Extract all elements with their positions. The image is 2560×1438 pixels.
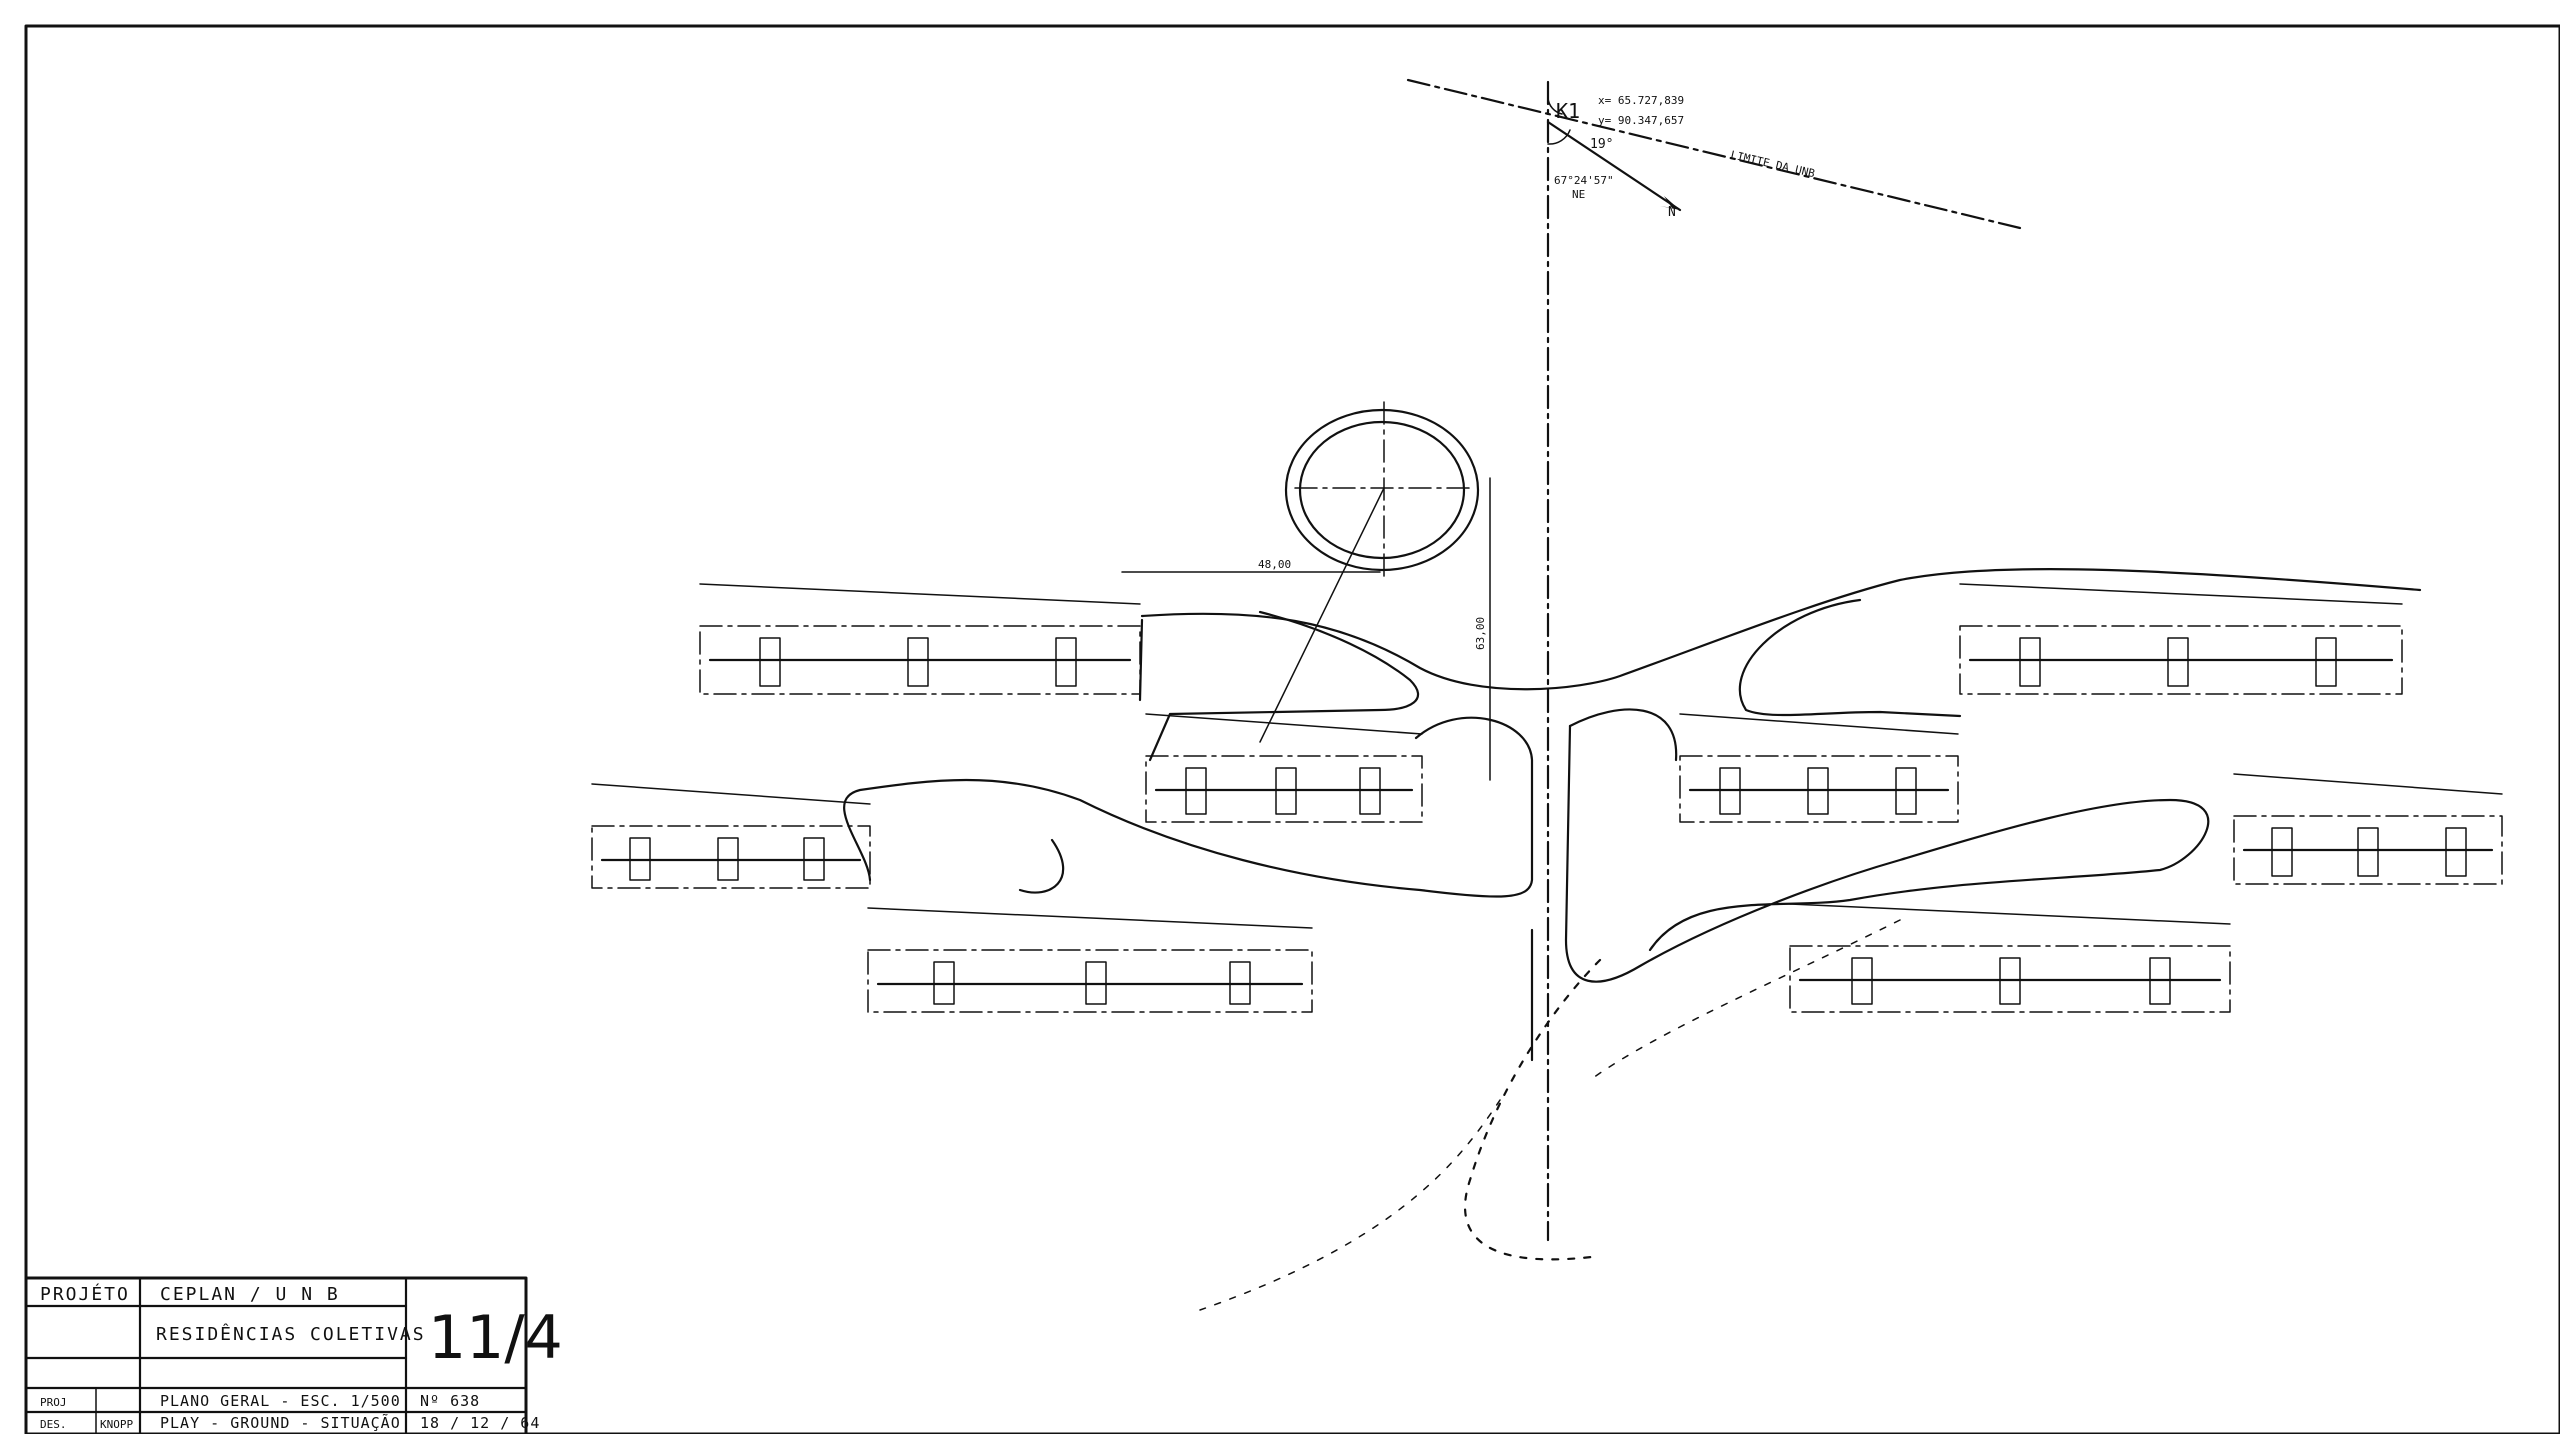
property-boundary-line — [1406, 78, 2022, 230]
stair-core — [1085, 961, 1107, 1005]
road-west-turn — [1018, 838, 1065, 894]
stair-core — [1185, 767, 1207, 815]
tb-project-label: PROJÉTO — [40, 1283, 130, 1305]
survey-x-coord: x= 65.727,839 — [1598, 94, 1684, 107]
north-arrow — [1546, 120, 1682, 212]
tb-plan-line: PLANO GERAL - ESC. 1/500 — [160, 1392, 401, 1410]
north-label: N — [1668, 205, 1676, 220]
stair-core — [2149, 957, 2171, 1005]
survey-bearing: 67°24'57" — [1554, 174, 1614, 187]
residential-blocks — [591, 583, 2503, 1013]
stair-core — [1359, 767, 1381, 815]
dim-horizontal-label: 48,00 — [1258, 558, 1291, 571]
survey-point-label: K1 — [1556, 99, 1580, 123]
stair-core — [2019, 637, 2041, 687]
tb-drafter: KNOPP — [100, 1418, 133, 1431]
building-block-8 — [1789, 903, 2231, 1013]
building-outline — [1679, 755, 1959, 823]
title-block: PROJÉTO CEPLAN / U N B RESIDÊNCIAS COLET… — [24, 1276, 563, 1436]
building-block-1 — [699, 583, 1141, 695]
building-block-6 — [2233, 773, 2503, 885]
building-setback-line — [1679, 713, 1959, 735]
stair-core — [1999, 957, 2021, 1005]
building-setback-line — [1145, 713, 1423, 735]
building-block-4 — [1679, 713, 1959, 823]
stair-core — [1055, 637, 1077, 687]
building-setback-line — [1789, 903, 2231, 925]
stair-core — [1895, 767, 1917, 815]
dim-vertical-label: 63,00 — [1474, 617, 1487, 650]
tb-plan-number: Nº 638 — [420, 1392, 480, 1410]
building-outline — [591, 825, 871, 889]
stair-core — [907, 637, 929, 687]
path-southeast — [1589, 919, 1901, 1081]
road-east-branch — [1564, 724, 2210, 983]
stair-core — [717, 837, 739, 881]
dimension-annotations: 48,00 63,00 — [1121, 477, 1491, 781]
road-north-curve — [1140, 568, 2422, 691]
road-east-stub — [1568, 708, 1678, 762]
survey-bearing-dir: NE — [1572, 188, 1585, 201]
path-southwest — [1199, 1099, 1501, 1311]
stair-core — [2167, 637, 2189, 687]
playground-radius-line — [1259, 487, 1385, 743]
road-west-branch — [843, 716, 1534, 898]
building-block-7 — [867, 907, 1313, 1013]
building-block-2 — [1959, 583, 2403, 695]
building-outline — [1789, 945, 2231, 1013]
stair-core — [629, 837, 651, 881]
building-outline — [1145, 755, 1423, 823]
tb-left-label-2: DES. — [40, 1418, 67, 1431]
angle-arc — [1547, 129, 1571, 145]
building-setback-line — [699, 583, 1141, 605]
road-network — [843, 568, 2422, 1311]
building-block-3 — [1145, 713, 1423, 823]
tb-project-value: CEPLAN / U N B — [160, 1284, 340, 1305]
road-east-loop — [1738, 598, 1962, 718]
building-block-5 — [591, 783, 871, 889]
boundary-label: LIMITE DA UNB — [1729, 148, 1816, 180]
building-outline — [2233, 815, 2503, 885]
north-arrowhead — [1660, 196, 1680, 210]
stair-core — [933, 961, 955, 1005]
playground-circle — [1259, 401, 1480, 743]
building-setback-line — [1959, 583, 2403, 605]
building-setback-line — [867, 907, 1313, 929]
road-west-loop — [1148, 610, 1419, 762]
tb-date: 18 / 12 / 64 — [420, 1414, 540, 1432]
stair-core — [2315, 637, 2337, 687]
playground-outer-ring — [1284, 408, 1480, 572]
angle-arc-2 — [1547, 97, 1563, 115]
stair-core — [803, 837, 825, 881]
stair-core — [1851, 957, 1873, 1005]
tb-left-label-1: PROJ — [40, 1396, 67, 1409]
road-south-curve — [1464, 958, 1602, 1261]
building-setback-line — [591, 783, 871, 805]
stair-core — [1275, 767, 1297, 815]
sheet-border — [24, 24, 2560, 1436]
survey-angle: 19° — [1590, 137, 1613, 152]
stair-core — [2357, 827, 2379, 877]
playground-inner-ring — [1298, 420, 1466, 560]
building-setback-line — [2233, 773, 2503, 795]
tb-site-line: PLAY - GROUND - SITUAÇÃO — [160, 1413, 401, 1432]
tb-subject: RESIDÊNCIAS COLETIVAS — [156, 1323, 426, 1345]
stair-core — [759, 637, 781, 687]
building-outline — [867, 949, 1313, 1013]
stair-core — [1807, 767, 1829, 815]
building-outline — [1959, 625, 2403, 695]
survey-y-coord: y= 90.347,657 — [1598, 114, 1684, 127]
stair-core — [1719, 767, 1741, 815]
survey-marker: K1 x= 65.727,839 y= 90.347,657 19° 67°24… — [1406, 78, 2022, 1242]
stair-core — [1229, 961, 1251, 1005]
stair-core — [2271, 827, 2293, 877]
stair-core — [2445, 827, 2467, 877]
tb-sheet-number: 11/4 — [428, 1303, 563, 1373]
building-outline — [699, 625, 1141, 695]
